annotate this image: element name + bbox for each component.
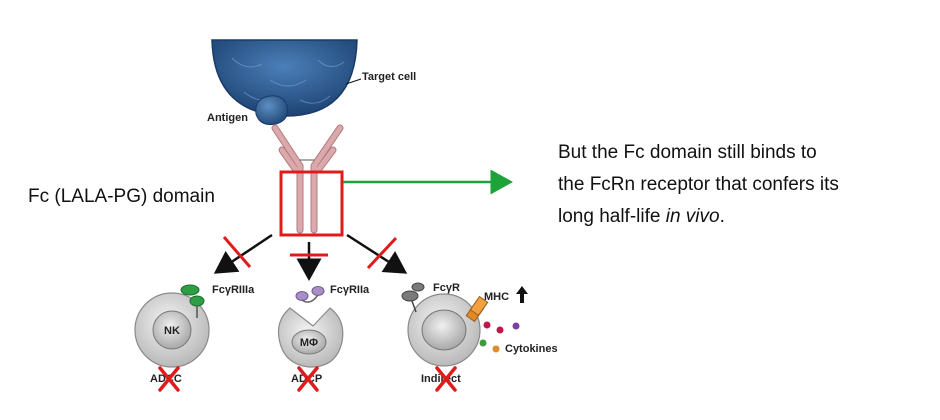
- adcc-cross-icon: [158, 366, 180, 392]
- indirect-cross-icon: [435, 366, 457, 392]
- antigen: [255, 95, 288, 125]
- fc-domain-label: Fc (LALA-PG) domain: [28, 186, 215, 207]
- mhc-up-arrow-icon: [516, 286, 528, 303]
- macrophage-label: MΦ: [300, 337, 318, 349]
- fc-highlight-box: [279, 170, 344, 237]
- block-nk-mark: [222, 236, 252, 268]
- nk-cell-label: NK: [164, 325, 180, 337]
- note-line-3: long half-life in vivo.: [558, 201, 928, 233]
- fcrn-note: But the Fc domain still binds to the FcR…: [558, 137, 928, 233]
- target-cell-label: Target cell: [362, 71, 416, 83]
- antigen-label: Antigen: [207, 112, 248, 124]
- adcc-label: ADCC: [150, 373, 182, 385]
- cytokines-label: Cytokines: [505, 343, 558, 355]
- target-cell-leader: [345, 78, 362, 85]
- apc-cell: [407, 293, 481, 367]
- nk-cell: [134, 292, 210, 368]
- note-line-1: But the Fc domain still binds to: [558, 142, 817, 163]
- fcgriiia-receptor-icon: [180, 284, 205, 318]
- note-line-3-end: .: [719, 206, 725, 227]
- block-apc-mark: [366, 236, 398, 270]
- mhc-label: MHC: [484, 291, 509, 303]
- antibody: [271, 124, 344, 234]
- fcgriia-receptor-icon: [295, 286, 325, 303]
- macrophage-cell: [277, 307, 344, 368]
- fcgriiia-label: FcγRIIIa: [212, 284, 255, 296]
- arrow-to-apc: [346, 233, 408, 274]
- mhc-icon: [465, 295, 489, 323]
- note-line-3-italic: in vivo: [665, 206, 720, 227]
- note-line-2: the FcRn receptor that confers its: [558, 174, 839, 195]
- arrow-to-nk: [213, 233, 273, 274]
- note-line-3-text: long half-life: [558, 206, 666, 227]
- cytokine-dots-icon: [479, 321, 520, 353]
- fcgr-receptor-icon: [401, 282, 425, 313]
- indirect-label: Indirect: [421, 373, 461, 385]
- adcp-cross-icon: [297, 366, 319, 392]
- fcgriia-label: FcγRIIa: [330, 284, 370, 296]
- fcgr-label: FcγR: [433, 282, 460, 294]
